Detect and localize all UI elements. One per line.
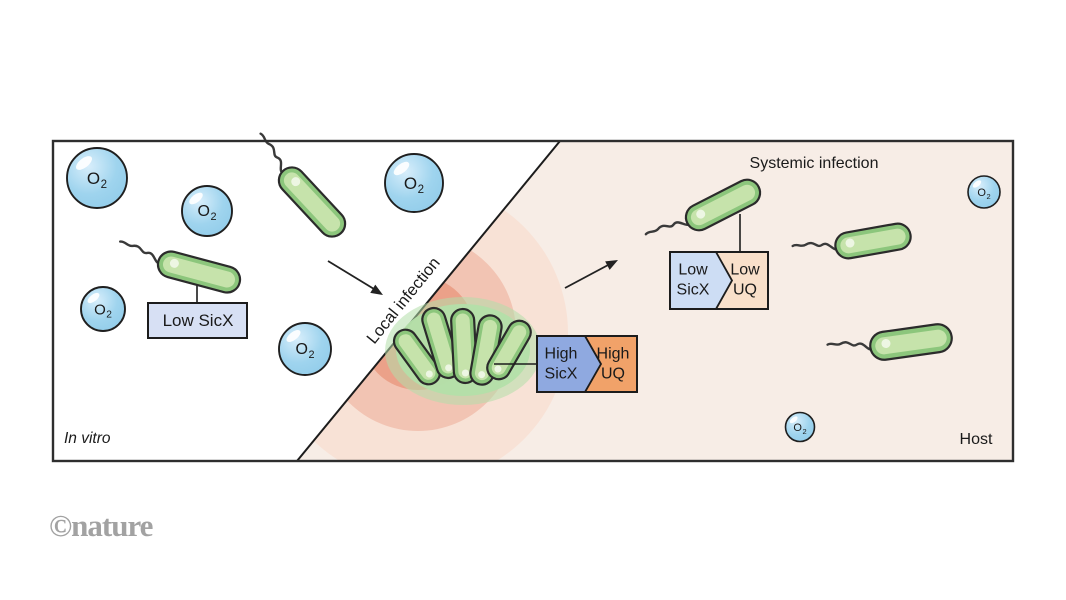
oxygen-molecule-icon (784, 411, 816, 443)
bacterium-icon (826, 323, 953, 361)
in-vitro-label: In vitro (64, 430, 111, 447)
high-uq-label: High UQ (597, 344, 630, 383)
arrow-icon (564, 260, 618, 289)
figure-frame (51, 139, 1015, 463)
high-uq-line1: High (596, 345, 630, 363)
high-sicx-label: High SicX (545, 344, 578, 383)
high-uq-line2: UQ (601, 365, 625, 382)
bacterium-icon (259, 132, 347, 238)
nature-watermark: ©nature (49, 508, 153, 543)
o2-label: O2 (86, 169, 108, 191)
arrow-icon (327, 260, 383, 295)
o2-label: O2 (977, 187, 991, 201)
host-label: Host (959, 431, 993, 448)
bacterial-cluster-icon (392, 306, 532, 386)
low-uq-line2: UQ (732, 281, 757, 298)
low-sicx-uq-label-box (669, 251, 769, 310)
divider-line (296, 140, 561, 462)
oxygen-molecule-icon (278, 322, 332, 376)
low-uq-label: Low UQ (730, 260, 759, 299)
o2-label: O2 (295, 341, 315, 361)
oxygen-molecule-icon (384, 153, 444, 213)
high-sicx-uq-label-box (536, 335, 638, 393)
oxygen-molecule-icon (181, 185, 233, 237)
bacterium-icon (791, 222, 912, 260)
low-sicx-label: Low SicX (677, 260, 710, 299)
low-uq-line1: Low (730, 261, 760, 279)
systemic-infection-label: Systemic infection (749, 155, 879, 172)
o2-label: O2 (197, 203, 217, 223)
low-sicx-label-box (147, 302, 248, 339)
low-sicx-box-label: Low SicX (162, 311, 234, 330)
oxygen-molecule-icon (967, 175, 1001, 209)
oxygen-molecule-icon (66, 147, 128, 209)
bacterium-icon (118, 240, 242, 294)
low-sicx-line2: SicX (676, 281, 710, 298)
high-sicx-line2: SicX (544, 365, 578, 382)
high-sicx-line1: High (544, 345, 578, 363)
low-sicx-line1: Low (678, 261, 708, 279)
bacterium-icon (644, 178, 762, 236)
o2-label: O2 (94, 301, 112, 321)
o2-label: O2 (403, 174, 425, 196)
oxygen-molecule-icon (80, 286, 126, 332)
o2-label: O2 (793, 422, 807, 436)
